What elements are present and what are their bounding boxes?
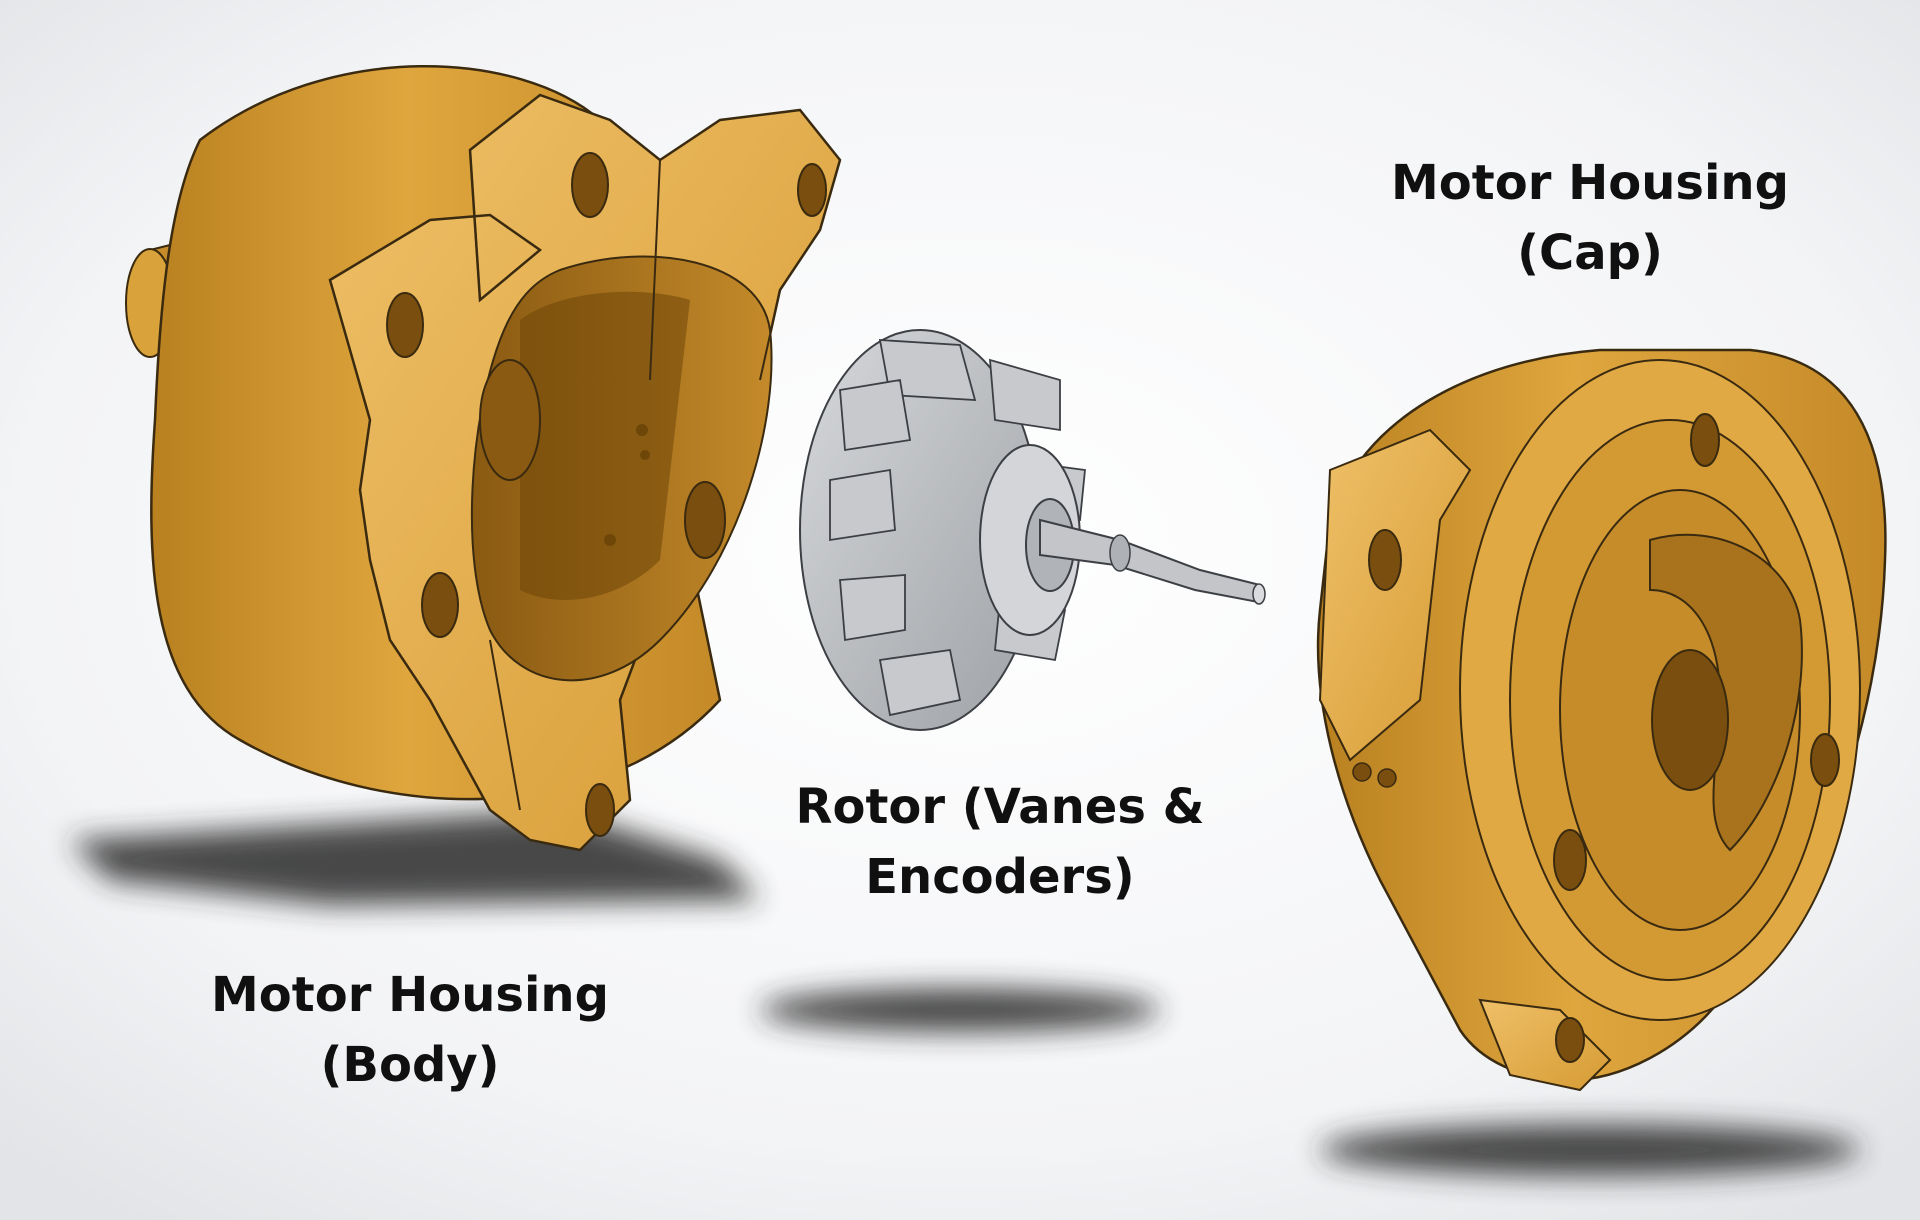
body-hole-left — [421, 572, 459, 638]
cap-pin-1 — [1352, 762, 1372, 782]
body-pin-2 — [604, 534, 616, 546]
cap-hole-left — [1368, 529, 1402, 591]
motor-housing-body — [125, 65, 842, 852]
body-hole-top-left — [386, 292, 424, 358]
body-edge-lines — [469, 149, 781, 811]
cap-pin-2 — [1377, 768, 1397, 788]
body-inner-wall — [520, 291, 690, 600]
rotor-shaft-tip — [1252, 583, 1266, 605]
label-motor-housing-body: Motor Housing (Body) — [200, 960, 620, 1100]
cap-left-lug — [1318, 428, 1472, 762]
label-body-line1: Motor Housing — [211, 967, 609, 1023]
body-hole-top-right — [797, 163, 827, 217]
cap-hole-lower — [1553, 829, 1587, 891]
motor-housing-cap — [1316, 348, 1887, 1092]
body-center-hole — [479, 359, 541, 481]
body-hole-top — [571, 152, 609, 218]
label-body-line2: (Body) — [320, 1037, 500, 1093]
rotor-shaft-step — [1109, 534, 1131, 572]
label-cap-line2: (Cap) — [1517, 225, 1663, 281]
cap-hole-bottom — [1555, 1017, 1585, 1063]
cap-bottom-lug — [1478, 998, 1612, 1092]
cap-shadow — [1320, 1124, 1860, 1176]
rotor-assembly — [799, 329, 1266, 731]
label-rotor-line2: Encoders) — [865, 849, 1135, 905]
label-motor-housing-cap: Motor Housing (Cap) — [1380, 148, 1800, 288]
label-rotor-line1: Rotor (Vanes & — [795, 779, 1205, 835]
body-pin-3 — [640, 450, 650, 460]
label-rotor: Rotor (Vanes & Encoders) — [790, 772, 1210, 912]
cap-center-hole — [1651, 649, 1729, 791]
body-hole-right — [684, 481, 726, 559]
rotor-shadow — [760, 988, 1160, 1032]
cap-hole-right — [1810, 733, 1840, 787]
cap-hole-top — [1690, 413, 1720, 467]
body-pin-1 — [636, 424, 648, 436]
label-cap-line1: Motor Housing — [1391, 155, 1789, 211]
body-hole-bottom — [585, 783, 615, 837]
